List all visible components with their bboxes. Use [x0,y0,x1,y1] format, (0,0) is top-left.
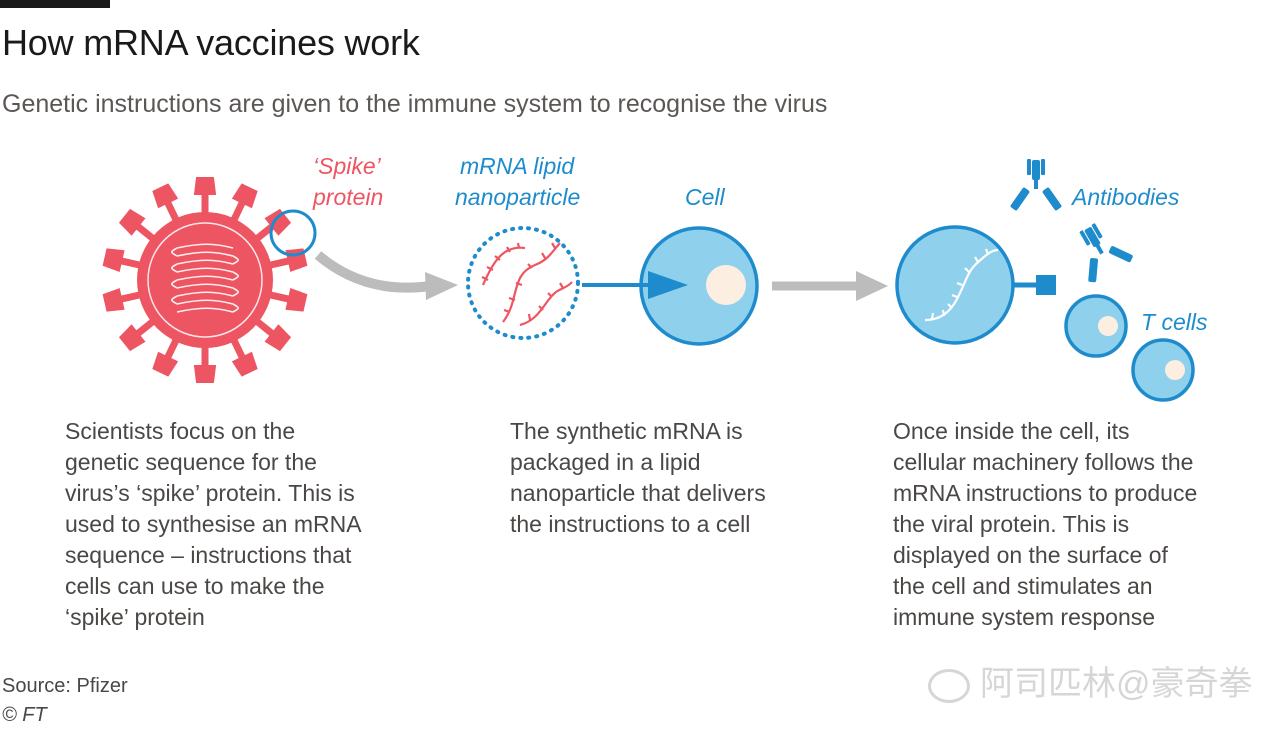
spike-head [152,351,179,377]
page-subtitle: Genetic instructions are given to the im… [2,90,828,118]
spike-head [118,208,146,236]
text-line: sequence – instructions that [65,542,352,568]
text-line: The synthetic mRNA is [510,418,743,444]
rna-coil-icon [170,243,240,313]
top-accent-bar [0,0,110,8]
nanoparticle-icon [466,226,580,340]
text-line: mRNA instructions to produce [893,480,1198,506]
text-line: the instructions to a cell [510,511,751,537]
mrna-diagram: ‘Spike’ protein mRNA lipid nanoparticle … [102,153,1208,402]
spike-head [152,183,179,209]
spike-protein-label-2: protein [312,184,383,210]
spike-head [231,351,258,377]
spike-head [264,324,292,352]
text-line: cells can use to make the [65,573,325,599]
text-line: packaged in a lipid [510,449,701,475]
nanoparticle-label-2: nanoparticle [455,184,580,210]
grey-arrow-1 [314,251,458,300]
t-cells-label: T cells [1141,309,1208,335]
step-2-description: The synthetic mRNA is packaged in a lipi… [510,416,840,540]
nanoparticle-label-1: mRNA lipid [460,153,575,179]
text-line: ‘spike’ protein [65,604,205,630]
spike-head [102,288,125,312]
t-cell-icon [1064,294,1128,358]
spike-head [118,324,146,352]
source-note: Source: Pfizer [2,675,128,697]
text-line: Once inside the cell, its [893,418,1130,444]
spike-head [193,177,217,195]
spike-head [102,248,125,272]
spike-head [231,183,258,209]
grey-arrow-2 [772,271,888,301]
text-line: used to synthesise an mRNA [65,511,362,537]
text-line: genetic sequence for the [65,449,317,475]
spike-head [193,365,217,383]
text-line: immune system response [893,604,1156,630]
text-line: cellular machinery follows the [893,449,1194,475]
cell-icon [639,226,759,346]
text-line: displayed on the surface of [893,542,1168,568]
watermark: 阿司匹林@豪奇拳 [928,656,1253,705]
step-3-description: Once inside the cell, its cellular machi… [893,416,1273,633]
text-line: virus’s ‘spike’ protein. This is [65,480,355,506]
cell-label: Cell [685,184,726,210]
text-line: nanoparticle that delivers [510,480,766,506]
antibody-icon [1010,159,1062,211]
spike-highlight-circle [269,209,317,257]
spike-protein-label-1: ‘Spike’ [313,153,382,179]
virus-icon [102,177,317,383]
text-line: the viral protein. This is [893,511,1130,537]
text-line: Scientists focus on the [65,418,296,444]
antibody-icon [1079,223,1133,283]
t-cell-icon [1131,338,1195,402]
delivery-arrow [582,271,688,299]
spike-head [264,208,292,236]
wechat-icon [928,669,970,704]
copyright-note: © FT [2,704,47,726]
step-1-description: Scientists focus on the genetic sequence… [65,416,425,633]
text-line: the cell and stimulates an [893,573,1153,599]
antibodies-label: Antibodies [1070,184,1180,210]
page-title: How mRNA vaccines work [2,22,420,63]
watermark-text: 阿司匹林@豪奇拳 [980,665,1253,703]
infected-cell-icon [895,225,1056,345]
spike-head [285,288,308,312]
